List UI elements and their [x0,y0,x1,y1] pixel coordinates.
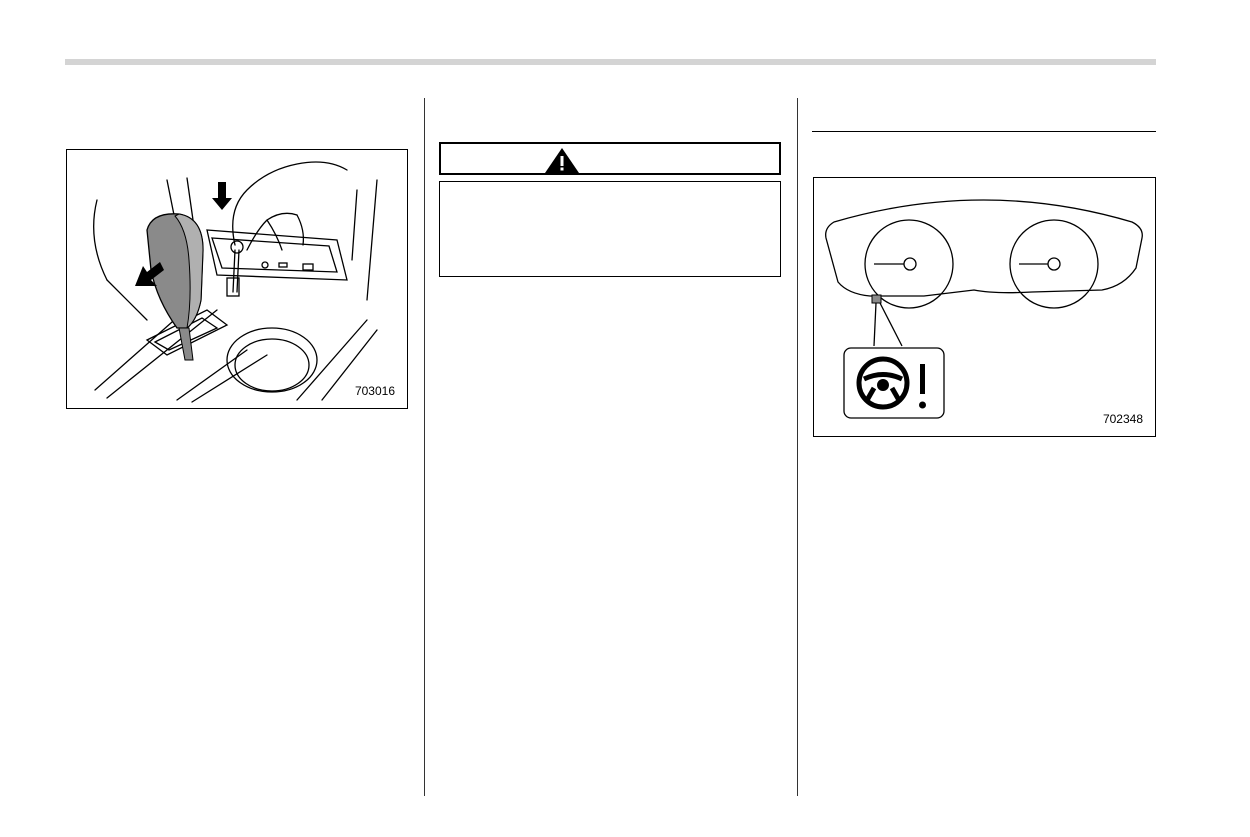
power-steering-warning-illustration [825,199,1143,419]
top-rule [65,59,1156,65]
shift-lock-release-illustration [93,161,378,403]
column-divider-left [424,98,425,796]
figure-code: 703016 [354,384,395,398]
warning-triangle-icon [545,148,579,173]
warning-body [439,181,781,277]
instrument-cluster-figure: 702348 [813,177,1156,437]
column-divider-right [797,98,798,796]
shift-lock-figure: 703016 [66,149,408,409]
figure-code: 702348 [1102,412,1143,426]
section-rule [812,131,1156,132]
warning-header [439,142,781,175]
